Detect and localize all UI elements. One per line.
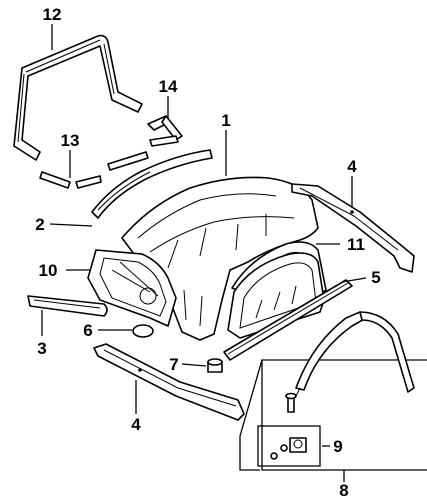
callout-8: 8	[339, 481, 348, 500]
part-4-upper-rail	[291, 183, 415, 273]
leader-7	[181, 363, 207, 367]
part-4-lower-rail	[93, 343, 245, 421]
part-10-side-window	[87, 249, 177, 327]
leader-5	[341, 277, 367, 283]
callout-14: 14	[159, 77, 178, 96]
callout-labels: 12 14 13 1 2 4 10 11 5 3 6 7 4 9 8	[35, 5, 380, 500]
callout-12: 12	[43, 5, 62, 24]
part-7-fastener	[207, 358, 223, 373]
callout-5: 5	[371, 268, 380, 287]
part-12-frame-seal	[13, 34, 143, 161]
leader-2	[49, 223, 93, 227]
callout-6: 6	[83, 321, 92, 340]
part-3-side-rail	[27, 295, 108, 317]
callout-1: 1	[221, 111, 230, 130]
callout-13: 13	[61, 131, 80, 150]
part-8-hardware-box	[239, 359, 427, 471]
part-2-header-seal	[91, 149, 213, 219]
hardware-bar	[295, 311, 415, 397]
callout-7: 7	[169, 355, 178, 374]
part-13-seal-strip	[39, 151, 149, 189]
hardware-screw	[285, 392, 297, 413]
callout-9: 9	[333, 437, 342, 456]
part-5-lower-strip	[223, 279, 353, 361]
callout-11: 11	[347, 235, 365, 254]
callout-2: 2	[35, 215, 44, 234]
callout-4-upper: 4	[347, 157, 357, 176]
part-14-seal-strip	[147, 115, 183, 147]
part-6-plug	[132, 324, 154, 338]
leader-lines	[41, 24, 367, 482]
callout-3: 3	[37, 339, 46, 358]
callout-10: 10	[39, 261, 58, 280]
part-9-hardware-set	[257, 425, 321, 467]
callout-4-lower: 4	[131, 415, 141, 434]
